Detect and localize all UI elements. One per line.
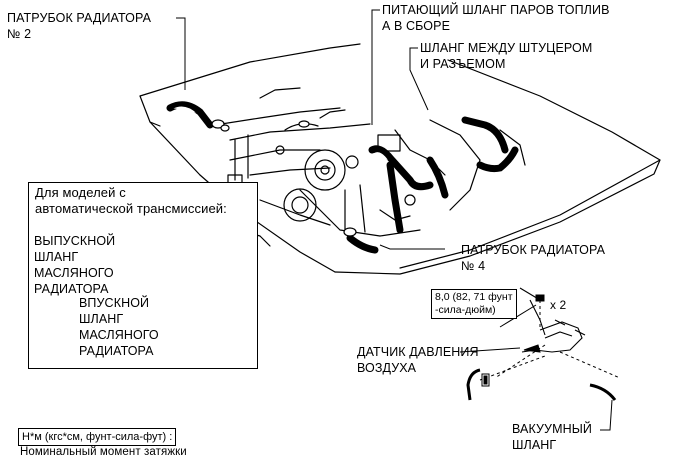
label-radiator-hose-4: ПАТРУБОК РАДИАТОРА № 4: [461, 243, 606, 273]
label-vacuum-hose: ВАКУУМНЫЙ ШЛАНГ: [512, 422, 592, 452]
automatic-transmission-box: Для моделей с автоматической трансмиссие…: [28, 182, 258, 369]
label-oil-cooler-outlet-hose: ВЫПУСКНОЙ ШЛАНГ МАСЛЯНОГО РАДИАТОРА: [34, 234, 116, 296]
torque-legend-meaning: Номинальный момент затяжки: [20, 446, 187, 458]
label-fuel-vapor-hose: ПИТАЮЩИЙ ШЛАНГ ПАРОВ ТОПЛИВ А В СБОРЕ: [382, 3, 610, 33]
label-union-connector-hose: ШЛАНГ МЕЖДУ ШТУЦЕРОМ И РАЗЪЕМОМ: [420, 41, 593, 71]
bolt-count: x 2: [550, 298, 567, 312]
label-radiator-hose-2: ПАТРУБОК РАДИАТОРА № 2: [7, 11, 152, 41]
torque-spec: 8,0 (82, 71 фунт -сила-дюйм): [431, 289, 517, 319]
label-oil-cooler-inlet-hose: ВПУСКНОЙ ШЛАНГ МАСЛЯНОГО РАДИАТОРА: [79, 296, 159, 358]
label-air-pressure-sensor: ДАТЧИК ДАВЛЕНИЯ ВОЗДУХА: [357, 345, 479, 375]
torque-legend-units: Н*м (кгс*см, фунт-сила-фут) :: [18, 428, 177, 446]
auto-box-title: Для моделей с автоматической трансмиссие…: [35, 185, 227, 216]
